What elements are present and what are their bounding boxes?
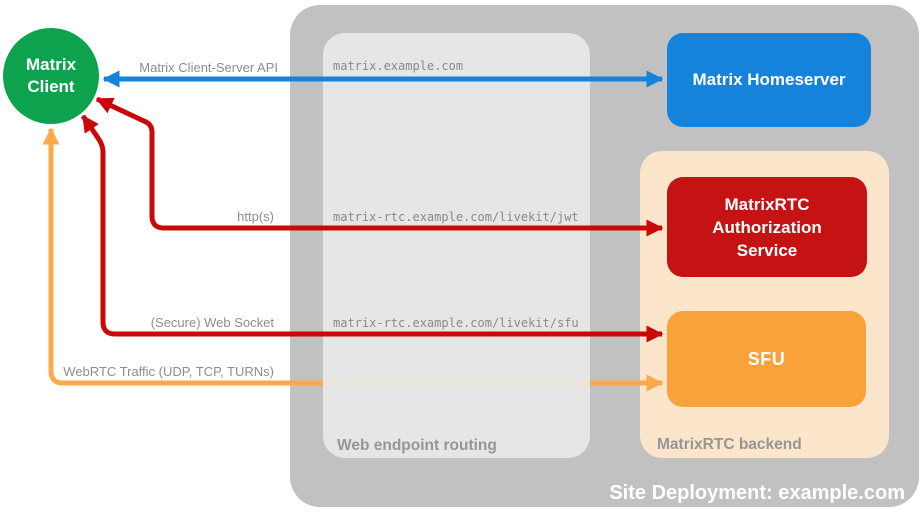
web-endpoint-routing-title: Web endpoint routing bbox=[337, 437, 497, 454]
sfu-label: SFU bbox=[747, 348, 786, 369]
websocket-label: (Secure) Web Socket bbox=[150, 315, 274, 330]
matrix-homeserver-node: Matrix Homeserver bbox=[667, 33, 871, 127]
sfu-node: SFU bbox=[667, 311, 866, 407]
matrix-client-node: Matrix Client bbox=[3, 28, 99, 124]
endpoint-url-livekit-jwt: matrix-rtc.example.com/livekit/jwt bbox=[333, 210, 579, 224]
webrtc-traffic-label: WebRTC Traffic (UDP, TCP, TURNs) bbox=[63, 364, 274, 379]
client-server-api-label: Matrix Client-Server API bbox=[139, 60, 278, 75]
matrix-client-label: Matrix Client bbox=[25, 55, 77, 96]
endpoint-url-homeserver: matrix.example.com bbox=[333, 59, 464, 73]
web-endpoint-routing-container bbox=[323, 33, 590, 458]
matrixrtc-backend-title: MatrixRTC backend bbox=[657, 436, 802, 453]
matrix-homeserver-label: Matrix Homeserver bbox=[692, 70, 846, 89]
authorization-service-node: MatrixRTC Authorization Service bbox=[667, 177, 867, 277]
https-label: http(s) bbox=[237, 209, 274, 224]
endpoint-url-livekit-sfu: matrix-rtc.example.com/livekit/sfu bbox=[333, 316, 579, 330]
site-deployment-title: Site Deployment: example.com bbox=[609, 482, 905, 504]
authorization-service-label: MatrixRTC Authorization Service bbox=[712, 194, 822, 260]
